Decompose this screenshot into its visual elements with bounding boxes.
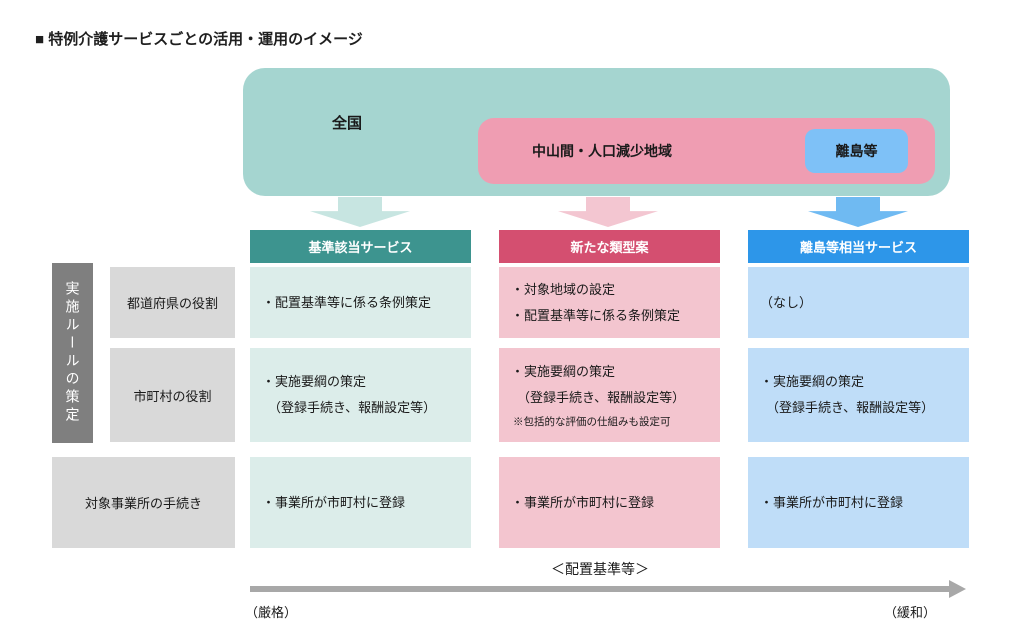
- cell-prefecture-islands: （なし）: [748, 267, 969, 338]
- cell-prefecture-standard: ・配置基準等に係る条例策定: [250, 267, 471, 338]
- side-header-rule-making: 実施ルールの策定: [52, 263, 93, 443]
- cell-office-islands: ・事業所が市町村に登録: [748, 457, 969, 548]
- down-arrow-icon-pink: [558, 197, 658, 227]
- islands-region-box: 離島等: [805, 129, 908, 173]
- page-title: ■ 特例介護サービスごとの活用・運用のイメージ: [35, 31, 363, 48]
- axis-left-end-label: （厳格）: [245, 605, 298, 620]
- column-header-new-category: 新たな類型案: [499, 230, 720, 263]
- nationwide-region-box: 全国 中山間・人口減少地域 離島等: [243, 68, 950, 196]
- axis-arrow-line: [250, 586, 950, 592]
- axis-right-end-label: （緩和）: [884, 605, 937, 620]
- cell-prefecture-new: ・対象地域の設定 ・配置基準等に係る条例策定: [499, 267, 720, 338]
- islands-label: 離島等: [835, 143, 878, 159]
- cell-municipality-islands: ・実施要綱の策定 （登録手続き、報酬設定等）: [748, 348, 969, 442]
- municipality-note: ※包括的な評価の仕組みも設定可: [513, 415, 671, 428]
- row-label-prefecture-role: 都道府県の役割: [110, 267, 235, 338]
- axis-arrow-head-icon: [949, 580, 966, 598]
- column-header-islands-service: 離島等相当サービス: [748, 230, 969, 263]
- down-arrow-icon-blue: [808, 197, 908, 227]
- axis-title: ＜配置基準等＞: [551, 561, 649, 577]
- depopulated-label: 中山間・人口減少地域: [532, 143, 672, 159]
- cell-office-standard: ・事業所が市町村に登録: [250, 457, 471, 548]
- row-label-office-procedure: 対象事業所の手続き: [52, 457, 235, 548]
- cell-municipality-standard: ・実施要綱の策定 （登録手続き、報酬設定等）: [250, 348, 471, 442]
- depopulated-region-box: 中山間・人口減少地域 離島等: [478, 118, 935, 184]
- down-arrow-icon-teal: [310, 197, 410, 227]
- cell-municipality-new: ・実施要綱の策定 （登録手続き、報酬設定等） ※包括的な評価の仕組みも設定可: [499, 348, 720, 442]
- nationwide-label: 全国: [332, 115, 363, 132]
- cell-office-new: ・事業所が市町村に登録: [499, 457, 720, 548]
- row-label-municipality-role: 市町村の役割: [110, 348, 235, 442]
- column-header-standard-service: 基準該当サービス: [250, 230, 471, 263]
